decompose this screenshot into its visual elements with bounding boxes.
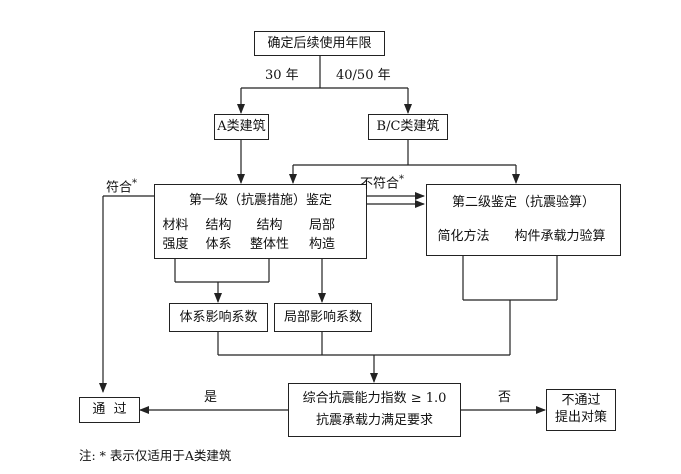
pass-box: 通 过 (79, 397, 140, 423)
level1-item-system: 结构体系 (196, 214, 241, 258)
class-bc-text: B/C类建筑 (376, 119, 440, 135)
start-box: 确定后续使用年限 (254, 31, 385, 56)
footnote: 注: * 表示仅适用于A类建筑 (79, 448, 232, 463)
conform-text: 符合 (106, 180, 133, 196)
class-a-text: A类建筑 (217, 119, 266, 135)
branch-bc-label: 40/50 年 (336, 68, 391, 83)
system-factor-box: 体系影响系数 (169, 303, 268, 332)
level1-item-detail-l1: 局部 (308, 218, 335, 234)
pass-text: 通 过 (92, 402, 127, 418)
level1-item-system-l1: 结构 (205, 218, 232, 234)
level1-title: 第一级（抗震措施）鉴定 (188, 193, 332, 208)
fail-line2: 提出对策 (554, 410, 607, 425)
not-conform-asterisk: * (399, 174, 405, 185)
start-text: 确定后续使用年限 (267, 35, 372, 51)
branch-a-label: 30 年 (265, 68, 299, 83)
level2-item-capacity: 构件承载力验算 (500, 220, 620, 255)
class-a-box: A类建筑 (214, 114, 269, 140)
fail-box: 不通过提出对策 (546, 389, 616, 431)
level1-item-integrity-l1: 结构 (256, 218, 283, 234)
no-label: 否 (498, 390, 512, 405)
local-factor-box: 局部影响系数 (274, 303, 372, 332)
level1-item-material-l1: 材料 (162, 218, 189, 234)
level2-item-capacity-text: 构件承载力验算 (514, 229, 606, 245)
level1-box: 第一级（抗震措施）鉴定 (154, 184, 367, 259)
level2-box: 第二级鉴定（抗震验算） (426, 184, 621, 256)
level1-item-detail-l2: 构造 (308, 237, 335, 252)
level1-item-material-l2: 强度 (162, 237, 189, 252)
yes-label: 是 (204, 390, 218, 405)
conform-asterisk: * (132, 178, 138, 189)
not-conform-label: 不符合* (360, 174, 405, 192)
conform-label: 符合* (106, 178, 138, 196)
class-bc-box: B/C类建筑 (368, 114, 448, 140)
system-factor-text: 体系影响系数 (179, 309, 258, 325)
level2-title: 第二级鉴定（抗震验算） (451, 195, 595, 210)
level1-item-system-l2: 体系 (205, 237, 232, 252)
local-factor-text: 局部影响系数 (283, 309, 362, 325)
level1-item-material: 材料强度 (155, 214, 196, 258)
level2-item-simplified: 简化方法 (427, 220, 500, 255)
composite-line1: 综合抗震能力指数 ≥ 1.0 (302, 390, 447, 406)
composite-line2: 抗震承载力满足要求 (315, 413, 433, 428)
fail-line1: 不通过 (561, 393, 601, 409)
not-conform-text: 不符合 (360, 176, 400, 192)
composite-box: 综合抗震能力指数 ≥ 1.0 抗震承载力满足要求 (288, 383, 461, 437)
level1-item-detail: 局部构造 (298, 214, 346, 258)
level2-item-simplified-text: 简化方法 (437, 229, 490, 245)
level1-item-integrity-l2: 整体性 (249, 237, 289, 252)
level1-item-integrity: 结构整体性 (241, 214, 298, 258)
